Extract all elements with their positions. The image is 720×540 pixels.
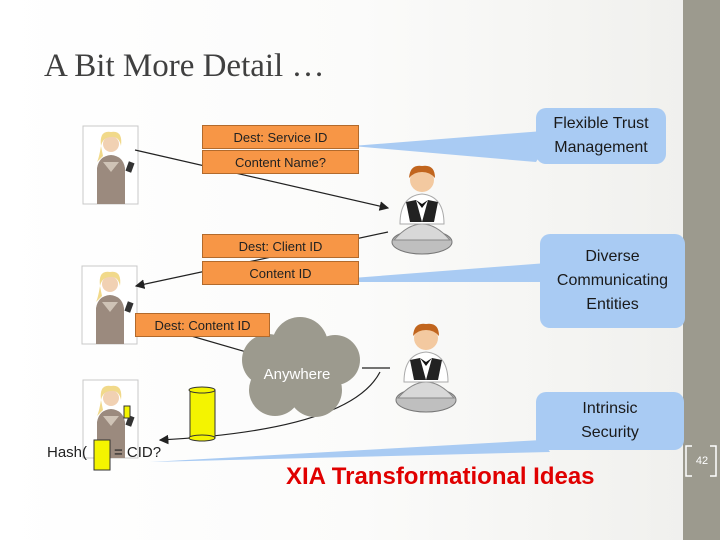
header-content-name: Content Name? (202, 150, 359, 174)
callout-tail-trust (352, 130, 556, 162)
hash-label: Hash( (47, 444, 87, 461)
header-dest-content-id: Dest: Content ID (135, 313, 270, 337)
cloud-label: Anywhere (242, 366, 352, 383)
bottom-title: XIA Transformational Ideas (286, 463, 595, 491)
callout-flexible-trust: Flexible Trust Management (536, 108, 666, 164)
header-dest-service-id: Dest: Service ID (202, 125, 359, 149)
server-waiter-icon (396, 324, 456, 412)
scroll-icon (189, 387, 215, 441)
scroll-icon (94, 440, 110, 470)
page-number: 42 (689, 455, 715, 467)
header-content-id: Content ID (202, 261, 359, 285)
cid-label: = CID? (114, 444, 161, 461)
person-icon (83, 126, 138, 204)
header-dest-client-id: Dest: Client ID (202, 234, 359, 258)
person-icon (82, 266, 137, 344)
server-waiter-icon (392, 166, 452, 254)
callout-tail-security (150, 440, 550, 462)
scroll-icon (124, 406, 130, 418)
callout-diverse-entities: Diverse Communicating Entities (540, 234, 685, 328)
callout-intrinsic-security: Intrinsic Security (536, 392, 684, 450)
